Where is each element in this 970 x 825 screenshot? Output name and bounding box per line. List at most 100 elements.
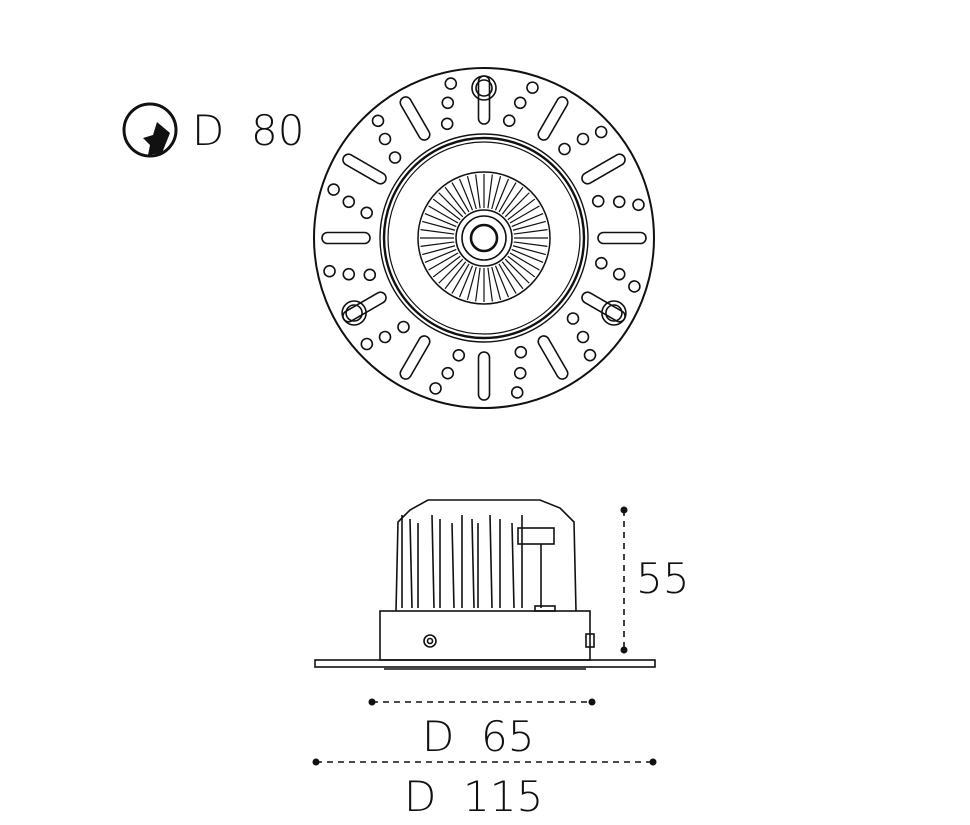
fin — [466, 266, 477, 300]
hole — [388, 151, 402, 164]
mounting-hole — [475, 79, 493, 97]
fin — [422, 245, 456, 256]
hole — [342, 195, 356, 209]
hole — [429, 382, 442, 395]
fin — [509, 205, 540, 224]
fin — [458, 265, 474, 298]
mounting-hole — [605, 304, 623, 322]
hole — [323, 264, 336, 278]
fin — [451, 182, 470, 213]
slot-outline — [399, 96, 431, 141]
slot-outline — [537, 335, 569, 380]
slot — [477, 351, 491, 401]
hole — [444, 77, 458, 90]
slot — [597, 231, 647, 245]
hole — [628, 280, 641, 293]
slot-outline — [321, 231, 371, 245]
hole — [595, 256, 608, 270]
fin — [509, 252, 540, 271]
fin — [458, 178, 474, 211]
hole — [612, 195, 626, 209]
hole — [591, 194, 605, 208]
fin — [420, 241, 455, 247]
hole — [452, 349, 466, 362]
hole — [371, 114, 385, 128]
fin — [494, 265, 510, 298]
slot-outline — [537, 96, 569, 141]
heatsink-fin — [409, 518, 413, 609]
height-label: 55 — [636, 554, 690, 603]
slot — [399, 335, 431, 380]
fin — [438, 258, 464, 284]
hole — [342, 267, 356, 281]
flange-diameter-label: D 115 — [404, 772, 544, 821]
fin — [466, 176, 477, 210]
slot-outline — [581, 153, 626, 185]
hole — [514, 345, 528, 359]
fin — [511, 212, 544, 228]
heatsink-fin — [431, 514, 435, 609]
fin — [498, 182, 517, 213]
fin — [432, 255, 461, 278]
fin — [498, 263, 517, 294]
body-diameter-label: D 65 — [422, 712, 535, 761]
cutout-diameter-icon — [122, 102, 178, 158]
heatsink-fin — [511, 522, 515, 609]
fin — [512, 245, 546, 256]
fin — [432, 198, 461, 221]
mounting-hole — [345, 304, 363, 322]
fin — [507, 198, 536, 221]
fin — [487, 174, 493, 209]
hole — [397, 320, 410, 334]
side-view — [314, 499, 656, 670]
hole — [566, 312, 580, 325]
slot-outline — [399, 335, 431, 380]
hole — [632, 198, 645, 212]
fin — [424, 212, 457, 228]
heatsink-fin — [451, 522, 455, 609]
slot-outline — [342, 153, 387, 185]
hole — [576, 132, 590, 146]
housing — [379, 610, 591, 661]
fin — [444, 186, 467, 215]
mounting-boss — [341, 300, 367, 326]
fin — [504, 258, 530, 284]
hole — [502, 114, 516, 127]
slot — [581, 153, 626, 185]
heatsink-fin — [489, 514, 493, 609]
fin — [501, 186, 524, 215]
fin — [420, 229, 455, 235]
top-view — [313, 67, 655, 409]
fin — [512, 220, 546, 231]
fin — [513, 229, 548, 235]
hole — [513, 96, 527, 110]
hole — [360, 337, 374, 351]
fin — [451, 263, 470, 294]
hole — [594, 125, 608, 139]
mounting-boss — [471, 75, 497, 101]
hole — [327, 183, 340, 196]
fin — [444, 261, 467, 290]
hole — [378, 132, 392, 146]
slot — [537, 96, 569, 141]
fin — [422, 220, 456, 231]
mounting-boss — [601, 300, 627, 326]
hole — [558, 142, 571, 156]
fin — [487, 267, 493, 302]
fin — [491, 266, 502, 300]
fin — [491, 176, 502, 210]
fin — [475, 174, 481, 209]
slot — [399, 96, 431, 141]
fin — [501, 261, 524, 290]
flange — [314, 659, 656, 668]
heatsink-outline — [395, 499, 577, 612]
slot-outline — [597, 231, 647, 245]
dimension-lines — [312, 506, 657, 766]
fin — [511, 248, 544, 264]
slot — [321, 231, 371, 245]
hole — [441, 96, 455, 110]
fin — [438, 192, 464, 218]
hole — [441, 366, 455, 380]
hole — [440, 117, 454, 131]
hole — [513, 366, 527, 380]
